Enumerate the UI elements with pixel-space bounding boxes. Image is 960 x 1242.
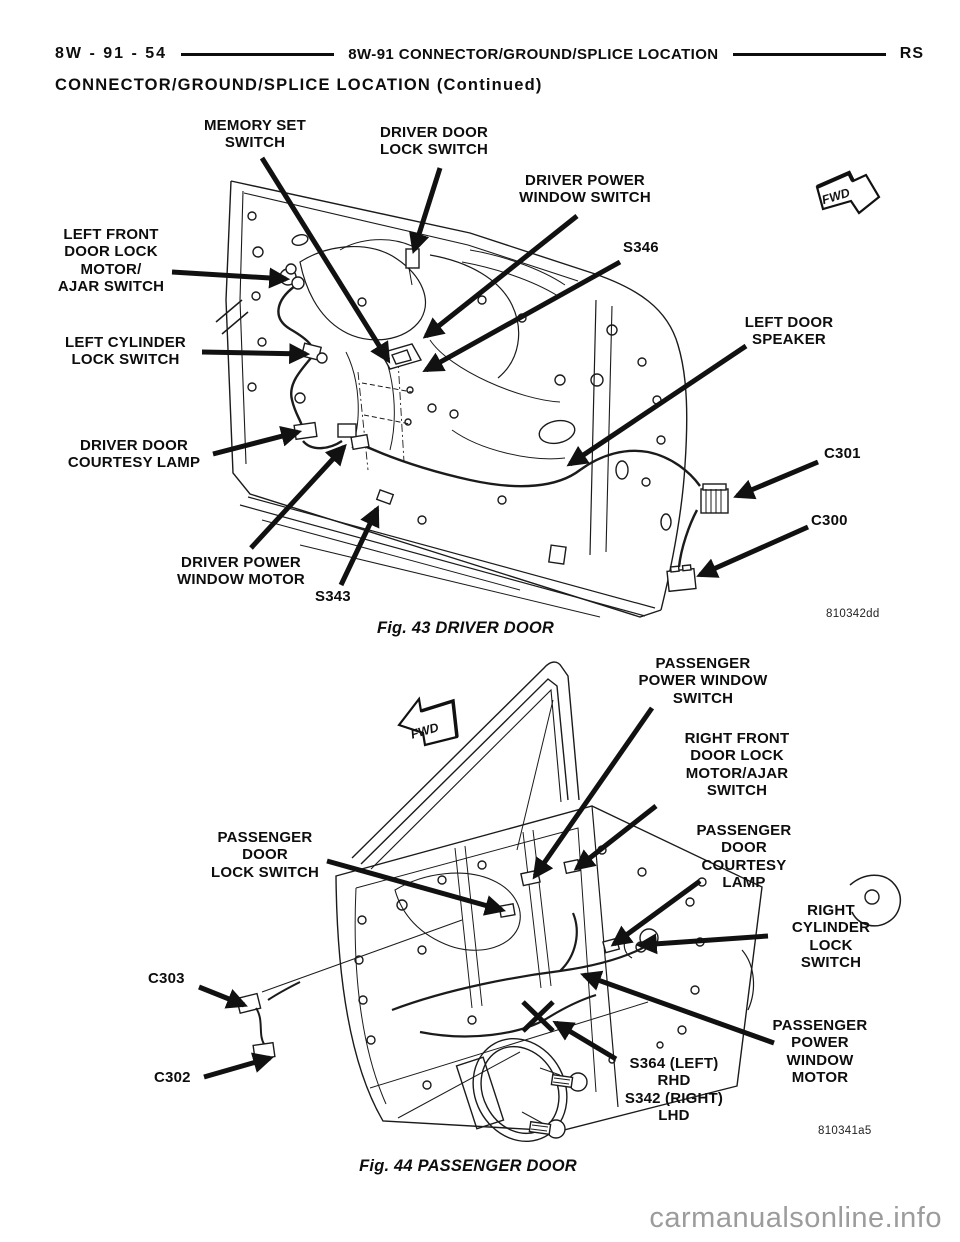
header-rule-left [181,52,335,56]
label-right-cylinder-lock-switch: RIGHT CYLINDER LOCK SWITCH [791,902,871,972]
label-passenger-door-courtesy-lamp: PASSENGER DOOR COURTESY LAMP [696,822,792,892]
label-left-front-door-lock: LEFT FRONT DOOR LOCK MOTOR/ AJAR SWITCH [57,226,165,296]
label-passenger-power-window-motor: PASSENGER POWER WINDOW MOTOR [772,1017,868,1087]
label-memory-set-switch: MEMORY SET SWITCH [203,117,306,152]
passenger-door-illustration [235,661,902,1143]
label-driver-power-window-motor: DRIVER POWER WINDOW MOTOR [177,554,305,589]
label-driver-door-courtesy-lamp: DRIVER DOOR COURTESY LAMP [67,437,201,472]
label-passenger-door-lock-switch: PASSENGER DOOR LOCK SWITCH [210,829,320,881]
page-number: 8W - 91 - 54 [55,45,168,62]
label-splice-ids: S364 (LEFT) RHD S342 (RIGHT) LHD [624,1055,724,1125]
label-s346: S346 [623,239,659,256]
site-watermark: carmanualsonline.info [649,1202,942,1234]
driver-door-illustration [215,180,729,618]
label-c300: C300 [811,512,848,529]
section-title: 8W-91 CONNECTOR/GROUND/SPLICE LOCATION [348,45,719,63]
label-c302: C302 [154,1069,191,1086]
label-c301: C301 [824,445,861,462]
label-passenger-power-window-switch: PASSENGER POWER WINDOW SWITCH [638,655,768,707]
fig43-image-code: 810342dd [826,608,880,620]
manual-code: RS [899,45,924,62]
fwd-direction-icon-fig44: FWD [397,696,459,747]
fig44-callout-arrows [198,706,775,1080]
label-left-door-speaker: LEFT DOOR SPEAKER [744,314,834,349]
fig43-caption: Fig. 43 DRIVER DOOR [376,619,555,637]
fig44-image-code: 810341a5 [818,1125,872,1137]
fwd-direction-icon-fig43: FWD [815,170,881,215]
page-header: 8W - 91 - 54 8W-91 CONNECTOR/GROUND/SPLI… [55,45,924,63]
fig44-caption: Fig. 44 PASSENGER DOOR [359,1157,577,1175]
header-rule-right [732,52,886,56]
label-driver-power-window-switch: DRIVER POWER WINDOW SWITCH [519,172,651,207]
section-subtitle: CONNECTOR/GROUND/SPLICE LOCATION (Contin… [55,76,543,94]
label-c303: C303 [148,970,185,987]
label-driver-door-lock-switch: DRIVER DOOR LOCK SWITCH [379,124,489,159]
label-s343: S343 [315,588,351,605]
label-left-cylinder-lock-switch: LEFT CYLINDER LOCK SWITCH [65,334,186,369]
label-right-front-door-lock: RIGHT FRONT DOOR LOCK MOTOR/AJAR SWITCH [684,730,790,800]
fig43-callout-arrows [171,156,819,587]
